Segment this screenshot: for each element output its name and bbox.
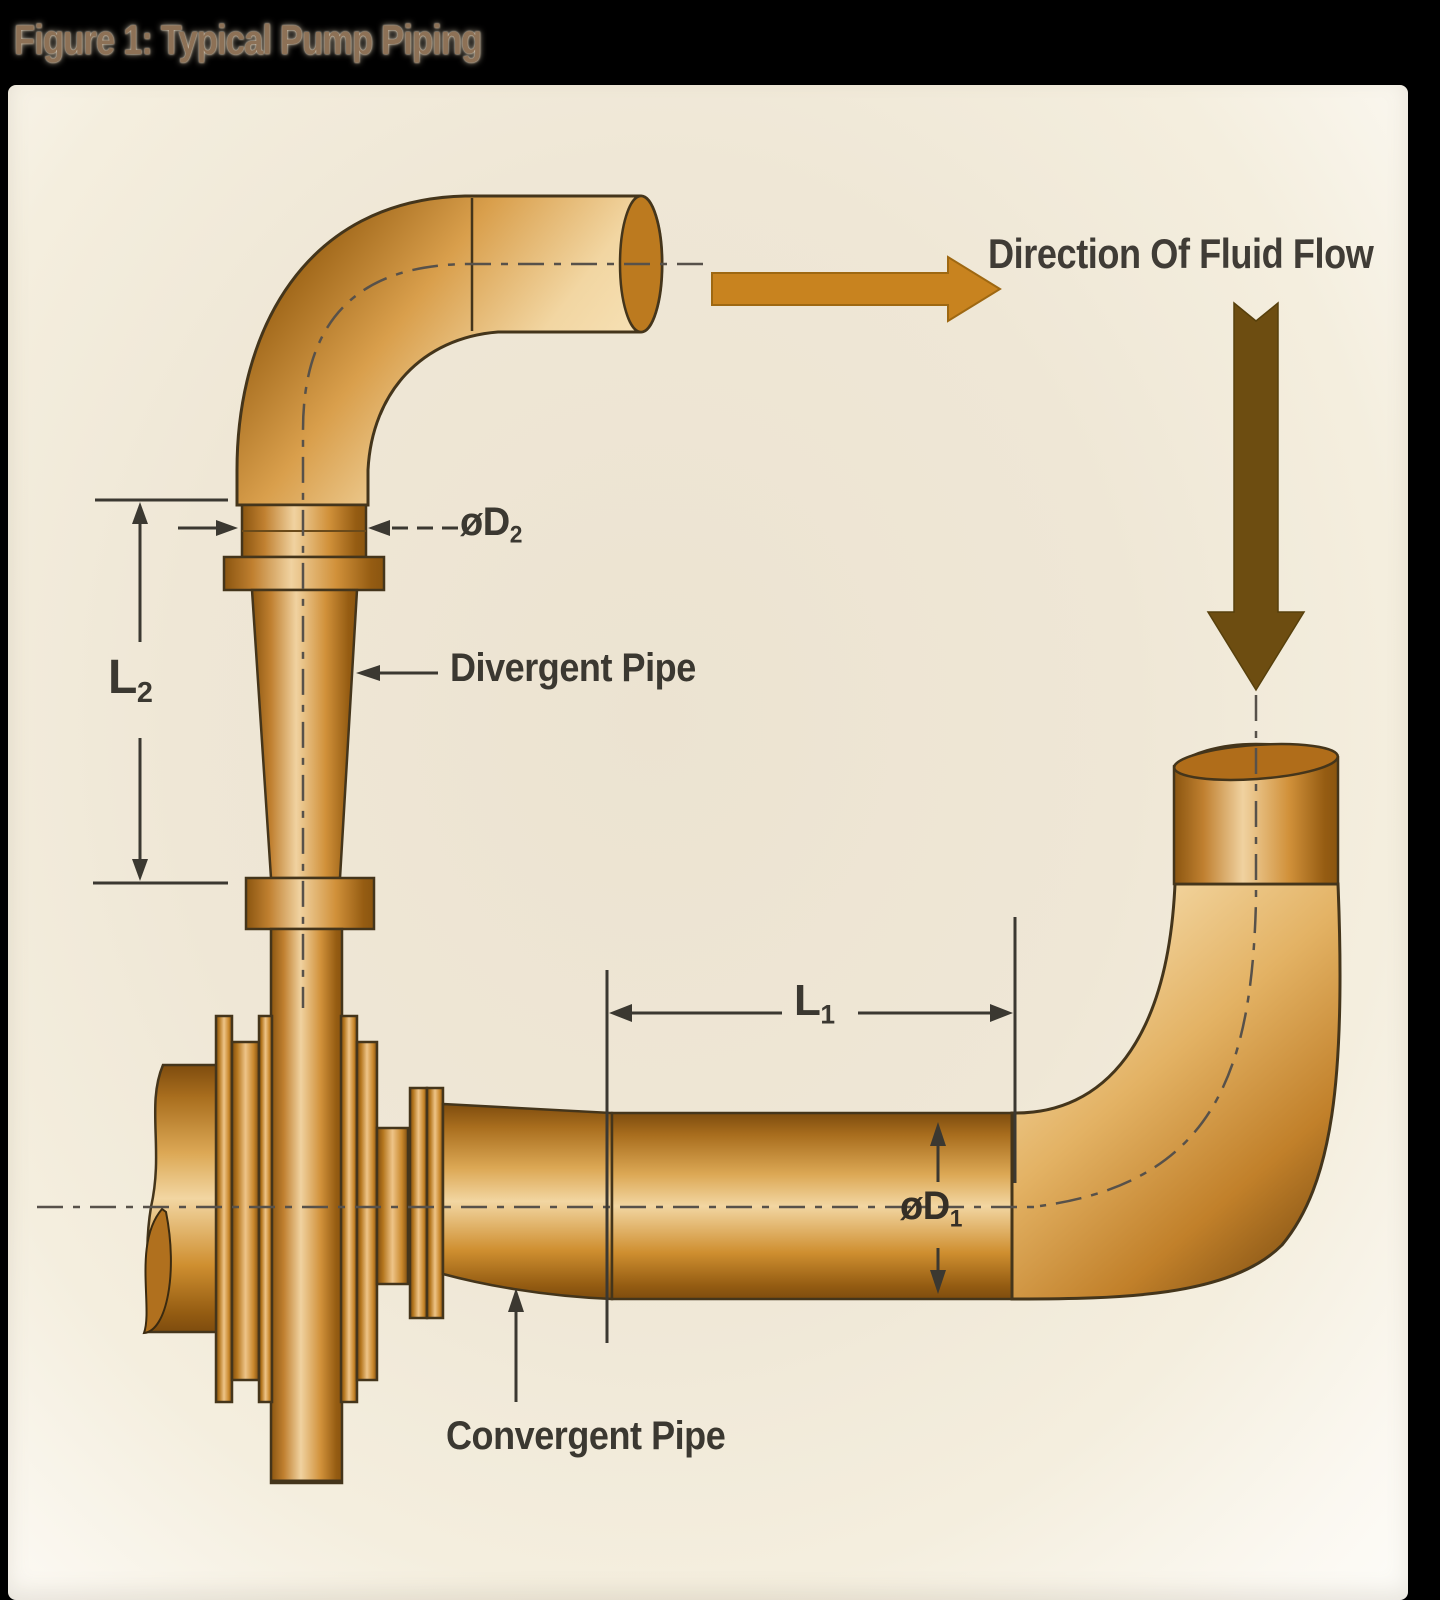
flow-arrow-down-icon (1206, 301, 1306, 692)
divergent-pipe-pointer (356, 665, 438, 681)
centerlines (37, 262, 1258, 1209)
discharge-diameter-dimension-label: øD2 (460, 500, 522, 550)
dimension-subscript: 1 (949, 1205, 963, 1233)
convergent-pipe-pointer (508, 1288, 524, 1402)
flow-direction-label: Direction Of Fluid Flow (988, 230, 1374, 277)
page-title: Figure 1: Typical Pump Piping (14, 16, 482, 63)
convergent-pipe-label: Convergent Pipe (446, 1414, 726, 1458)
d2-dimension (178, 520, 458, 536)
discharge-length-dimension-label: L2 (108, 650, 153, 710)
pump-casing (214, 1014, 445, 1404)
suction-diameter-dimension-label: øD1 (900, 1184, 962, 1234)
pump-shaft-pipe (142, 1063, 220, 1335)
dimension-symbol: øD (460, 500, 510, 544)
dimension-symbol: øD (900, 1184, 950, 1228)
suction-elbow (1010, 742, 1342, 1301)
divergent-pipe (244, 588, 376, 931)
l2-dimension (93, 498, 228, 885)
convergent-pipe (441, 1102, 614, 1301)
divergent-pipe-label: Divergent Pipe (450, 646, 696, 690)
dimension-symbol: L (108, 651, 137, 704)
d1-dimension (930, 1122, 946, 1294)
suction-length-dimension-label: L1 (794, 976, 835, 1030)
dimension-subscript: 1 (820, 999, 835, 1030)
shaft-pipe-open-face (142, 1207, 172, 1335)
suction-centerline (1039, 695, 1258, 1208)
dimension-symbol: L (794, 976, 821, 1025)
divergent-pipe-lower-flange (244, 876, 376, 931)
dimension-subscript: 2 (136, 677, 153, 710)
dimension-subscript: 2 (509, 521, 523, 549)
suction-flange-plate (425, 1086, 445, 1320)
flow-arrow-right-icon (711, 255, 1002, 323)
discharge-elbow (235, 194, 664, 507)
dimension-annotations (93, 498, 1017, 1402)
l1-dimension (605, 917, 1017, 1343)
suction-flange-plate (408, 1086, 429, 1320)
